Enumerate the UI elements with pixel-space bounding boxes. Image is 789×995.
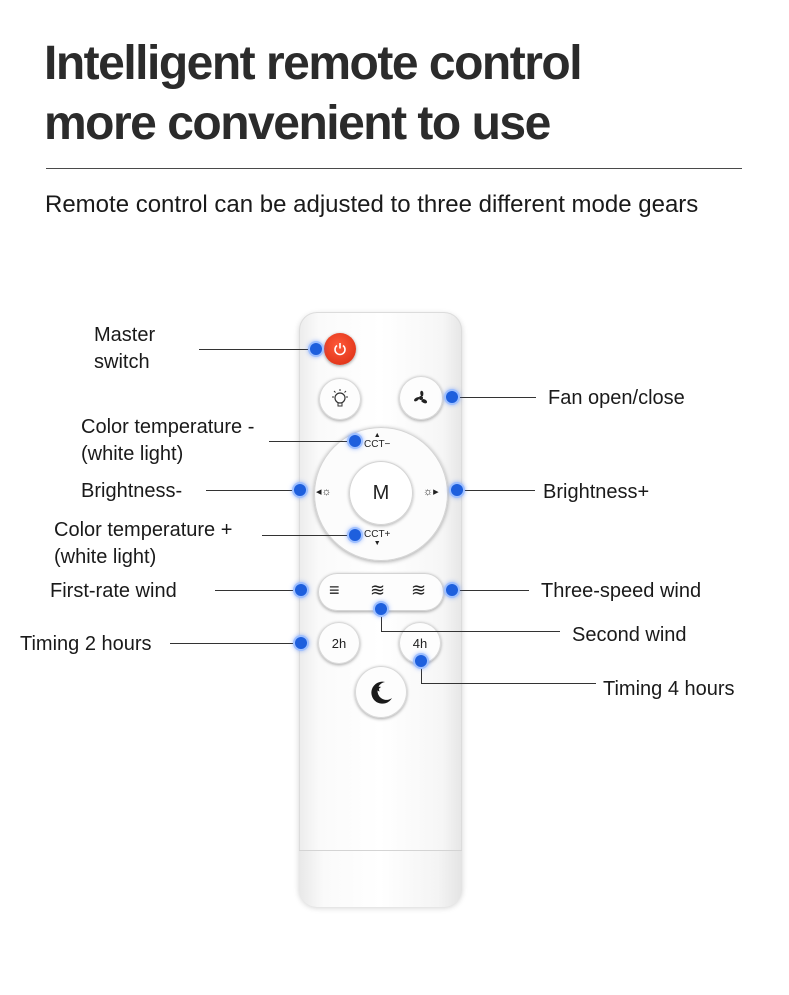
- mode-button[interactable]: M: [349, 461, 413, 525]
- callout-line: [421, 661, 422, 683]
- marker-dot: [294, 484, 306, 496]
- marker-dot: [295, 584, 307, 596]
- timer-4h-label: 4h: [412, 635, 428, 651]
- subtitle: Remote control can be adjusted to three …: [45, 191, 699, 218]
- mode-button-label: M: [372, 481, 390, 504]
- wind-low-icon[interactable]: ≡: [329, 580, 340, 600]
- night-mode-button[interactable]: [355, 666, 407, 718]
- label-first-rate-wind: First-rate wind: [50, 580, 177, 602]
- callout-line: [206, 490, 300, 491]
- callout-line: [452, 397, 536, 398]
- label-cct-plus: Color temperature + (white light): [54, 519, 233, 568]
- brightness-up-icon: ☼▸: [423, 486, 439, 498]
- marker-dot: [295, 637, 307, 649]
- callout-line: [457, 490, 535, 491]
- brightness-down-icon: ◂☼: [316, 486, 332, 498]
- callout-line: [170, 643, 301, 644]
- power-button[interactable]: [324, 333, 356, 365]
- brightness-up-button[interactable]: ☼▸: [423, 485, 439, 498]
- headline-line-2: more convenient to use: [44, 97, 551, 150]
- light-button[interactable]: [319, 378, 361, 420]
- cct-plus-text: CCT+: [364, 529, 391, 540]
- remote-battery-cap: [299, 850, 462, 907]
- divider: [46, 168, 742, 169]
- timer-2h-button[interactable]: 2h: [318, 622, 360, 664]
- cct-plus-button[interactable]: CCT+ ▼: [364, 529, 391, 547]
- marker-dot: [451, 484, 463, 496]
- headline: Intelligent remote control more convenie…: [44, 34, 583, 154]
- callout-line: [421, 683, 596, 684]
- callout-line: [262, 535, 355, 536]
- label-fan-open-close: Fan open/close: [548, 387, 685, 409]
- bulb-icon: [332, 389, 348, 407]
- power-icon: [334, 343, 346, 356]
- marker-dot: [310, 343, 322, 355]
- wind-high-icon[interactable]: ≋: [411, 580, 427, 600]
- timer-2h-label: 2h: [331, 635, 347, 651]
- label-cct-minus: Color temperature - (white light): [81, 416, 255, 465]
- label-timing-4h: Timing 4 hours: [603, 678, 735, 700]
- moon-star-icon: [371, 681, 392, 704]
- callout-line: [452, 590, 529, 591]
- label-second-wind: Second wind: [572, 624, 687, 646]
- callout-line: [199, 349, 316, 350]
- marker-dot: [375, 603, 387, 615]
- cct-minus-button[interactable]: ▲ CCT−: [364, 432, 391, 450]
- headline-line-1: Intelligent remote control: [44, 37, 583, 90]
- callout-line: [215, 590, 301, 591]
- callout-line: [381, 631, 560, 632]
- label-brightness-plus: Brightness+: [543, 481, 650, 503]
- marker-dot: [349, 529, 361, 541]
- fan-button[interactable]: [399, 376, 443, 420]
- marker-dot: [446, 391, 458, 403]
- marker-dot: [446, 584, 458, 596]
- fan-icon: [414, 390, 428, 404]
- marker-dot: [415, 655, 427, 667]
- cct-minus-text: CCT−: [364, 439, 391, 450]
- brightness-down-button[interactable]: ◂☼: [316, 485, 332, 498]
- label-brightness-minus: Brightness-: [81, 480, 183, 502]
- label-timing-2h: Timing 2 hours: [20, 633, 152, 655]
- callout-line: [381, 609, 382, 631]
- wind-mid-icon[interactable]: ≋: [370, 580, 386, 600]
- marker-dot: [349, 435, 361, 447]
- label-master-switch: Master switch: [94, 324, 156, 373]
- callout-line: [269, 441, 355, 442]
- label-three-speed-wind: Three-speed wind: [541, 580, 702, 602]
